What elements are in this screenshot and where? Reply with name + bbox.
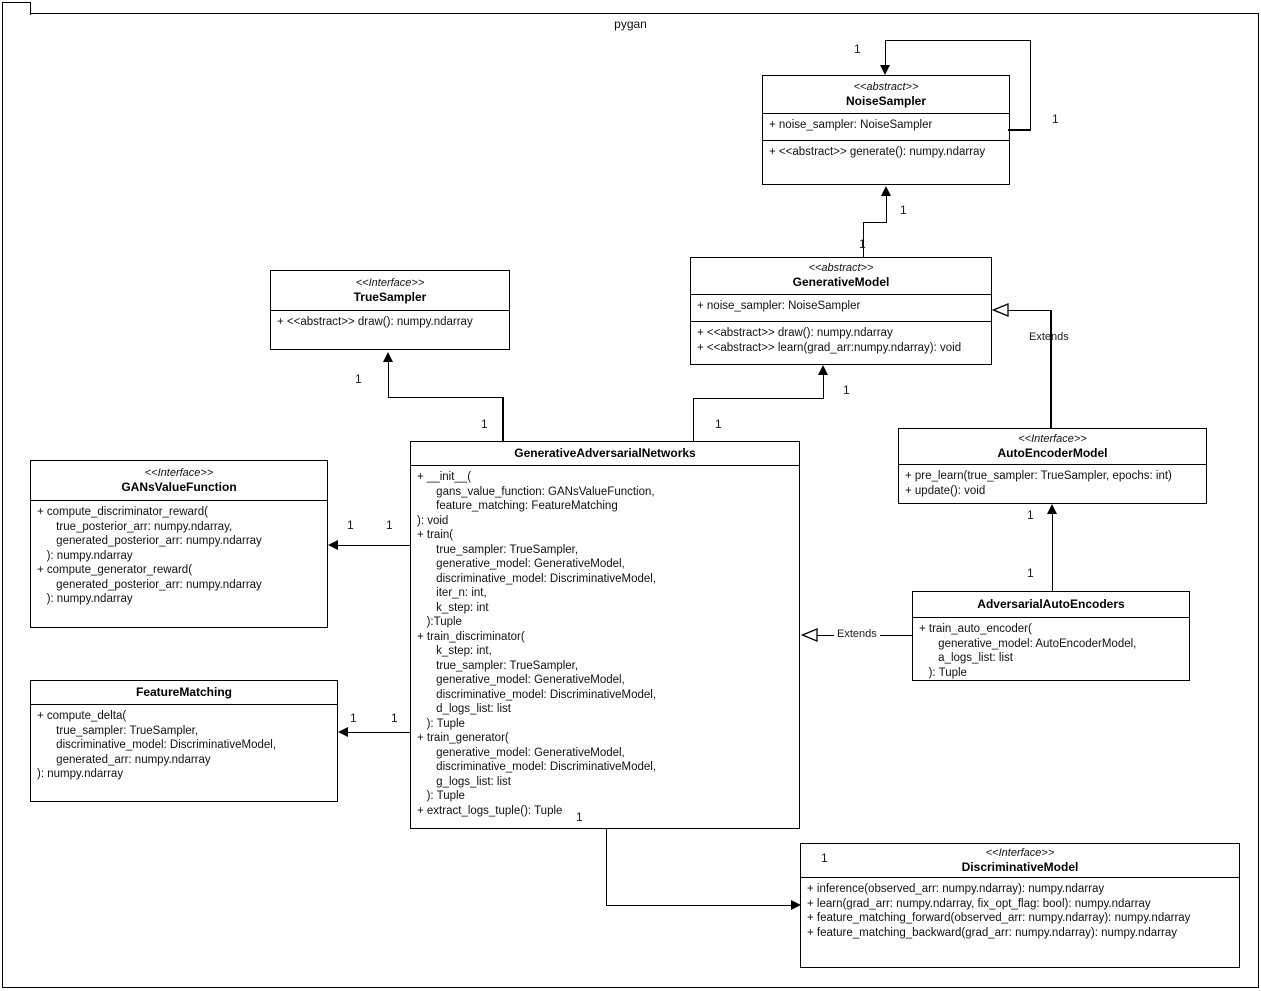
arrowhead-icon [383, 351, 393, 362]
methods-section: + compute_discriminator_reward( true_pos… [31, 500, 327, 627]
arrowhead-icon [338, 727, 348, 737]
class-header: <<abstract>> NoiseSampler [763, 76, 1009, 113]
multiplicity-label: 1 [350, 711, 357, 725]
arrowhead-icon [818, 364, 828, 375]
multiplicity-label: 1 [859, 237, 866, 251]
multiplicity-label: 1 [843, 383, 850, 397]
line-segment [884, 39, 1031, 41]
line-segment [387, 360, 389, 397]
extends-label: Extends [834, 628, 880, 641]
multiplicity-label: 1 [386, 518, 393, 532]
class-box-discriminativemodel: <<Interface>> DiscriminativeModel + infe… [800, 843, 1240, 968]
extends-label: Extends [1029, 331, 1069, 343]
class-name: GANsValueFunction [121, 479, 237, 494]
line-segment [1029, 40, 1031, 131]
methods-section: + compute_delta( true_sampler: TrueSampl… [31, 704, 337, 801]
class-box-autoencodermodel: <<Interface>> AutoEncoderModel + pre_lea… [898, 428, 1207, 504]
class-box-adversarialautoencoders: AdversarialAutoEncoders + train_auto_enc… [912, 591, 1190, 681]
methods-section: + <<abstract>> generate(): numpy.ndarray [763, 140, 1009, 184]
line-segment [692, 397, 824, 399]
class-name: GenerativeAdversarialNetworks [514, 446, 696, 460]
class-box-generativemodel: <<abstract>> GenerativeModel + noise_sam… [690, 257, 992, 365]
line-segment [884, 40, 886, 66]
arrowhead-icon [328, 540, 338, 550]
package-frame [2, 13, 1259, 988]
hollow-triangle-icon [992, 303, 1009, 317]
line-segment [1008, 309, 1051, 311]
line-segment [885, 194, 887, 223]
methods-section: + train_auto_encoder( generative_model: … [913, 617, 1189, 680]
line-segment [862, 221, 887, 223]
stereotype-label: <<Interface>> [144, 466, 214, 479]
stereotype-label: <<abstract>> [853, 80, 919, 93]
class-header: <<abstract>> GenerativeModel [691, 258, 991, 294]
arrowhead-icon [1047, 504, 1057, 514]
class-name: TrueSampler [353, 289, 427, 304]
multiplicity-label: 1 [481, 417, 488, 431]
line-segment [347, 731, 410, 733]
line-segment [1050, 310, 1052, 428]
multiplicity-label: 1 [715, 417, 722, 431]
line-segment [822, 373, 824, 398]
multiplicity-label: 1 [391, 711, 398, 725]
line-segment [387, 396, 504, 398]
stereotype-label: <<Interface>> [355, 276, 425, 289]
multiplicity-label: 1 [1052, 112, 1059, 126]
stereotype-label: <<Interface>> [1018, 432, 1087, 445]
methods-section: + <<abstract>> draw(): numpy.ndarray + <… [691, 321, 991, 364]
methods-section: + inference(observed_arr: numpy.ndarray)… [801, 877, 1239, 967]
line-segment [1051, 513, 1053, 591]
class-header: <<Interface>> GANsValueFunction [31, 461, 327, 500]
stereotype-label: <<Interface>> [985, 846, 1055, 859]
hollow-triangle-icon [801, 628, 818, 642]
methods-section: + <<abstract>> draw(): numpy.ndarray [271, 310, 509, 349]
class-header: AdversarialAutoEncoders [913, 592, 1189, 617]
line-segment [862, 222, 864, 257]
line-segment [502, 397, 504, 441]
class-name: NoiseSampler [845, 93, 927, 108]
package-title: pygan [614, 17, 647, 31]
class-header: <<Interface>> TrueSampler [271, 271, 509, 310]
multiplicity-label: 1 [1027, 566, 1034, 580]
arrowhead-icon [791, 900, 801, 910]
class-name: AutoEncoderModel [997, 445, 1108, 460]
line-segment [605, 829, 607, 906]
attributes-section: + noise_sampler: NoiseSampler [691, 294, 991, 321]
multiplicity-label: 1 [347, 518, 354, 532]
line-segment [337, 544, 410, 546]
arrowhead-icon [881, 185, 891, 196]
multiplicity-label: 1 [576, 810, 583, 824]
multiplicity-label: 1 [900, 203, 907, 217]
class-header: <<Interface>> DiscriminativeModel [801, 844, 1239, 877]
class-box-generativeadversarialnetworks: GenerativeAdversarialNetworks + __init__… [410, 441, 800, 829]
package-tab [2, 2, 31, 15]
multiplicity-label: 1 [1027, 508, 1034, 522]
multiplicity-label: 1 [821, 851, 828, 865]
stereotype-label: <<abstract>> [808, 262, 874, 274]
line-segment [692, 398, 694, 441]
class-header: <<Interface>> AutoEncoderModel [899, 429, 1206, 464]
line-segment [1008, 129, 1031, 131]
multiplicity-label: 1 [355, 372, 362, 386]
class-name: FeatureMatching [135, 685, 232, 699]
line-segment [605, 904, 792, 906]
class-header: GenerativeAdversarialNetworks [411, 442, 799, 465]
arrowhead-icon [880, 65, 890, 75]
methods-section: + pre_learn(true_sampler: TrueSampler, e… [899, 464, 1206, 503]
class-name: AdversarialAutoEncoders [977, 597, 1125, 611]
methods-section: + __init__( gans_value_function: GANsVal… [411, 465, 799, 828]
attributes-section: + noise_sampler: NoiseSampler [763, 113, 1009, 140]
class-name: GenerativeModel [792, 275, 890, 289]
class-box-noisesampler: <<abstract>> NoiseSampler + noise_sample… [762, 75, 1010, 185]
class-header: FeatureMatching [31, 681, 337, 704]
class-name: DiscriminativeModel [961, 859, 1079, 874]
multiplicity-label: 1 [854, 42, 861, 56]
class-box-gansvaluefunction: <<Interface>> GANsValueFunction + comput… [30, 460, 328, 628]
class-box-truesampler: <<Interface>> TrueSampler + <<abstract>>… [270, 270, 510, 350]
class-box-featurematching: FeatureMatching + compute_delta( true_sa… [30, 680, 338, 802]
